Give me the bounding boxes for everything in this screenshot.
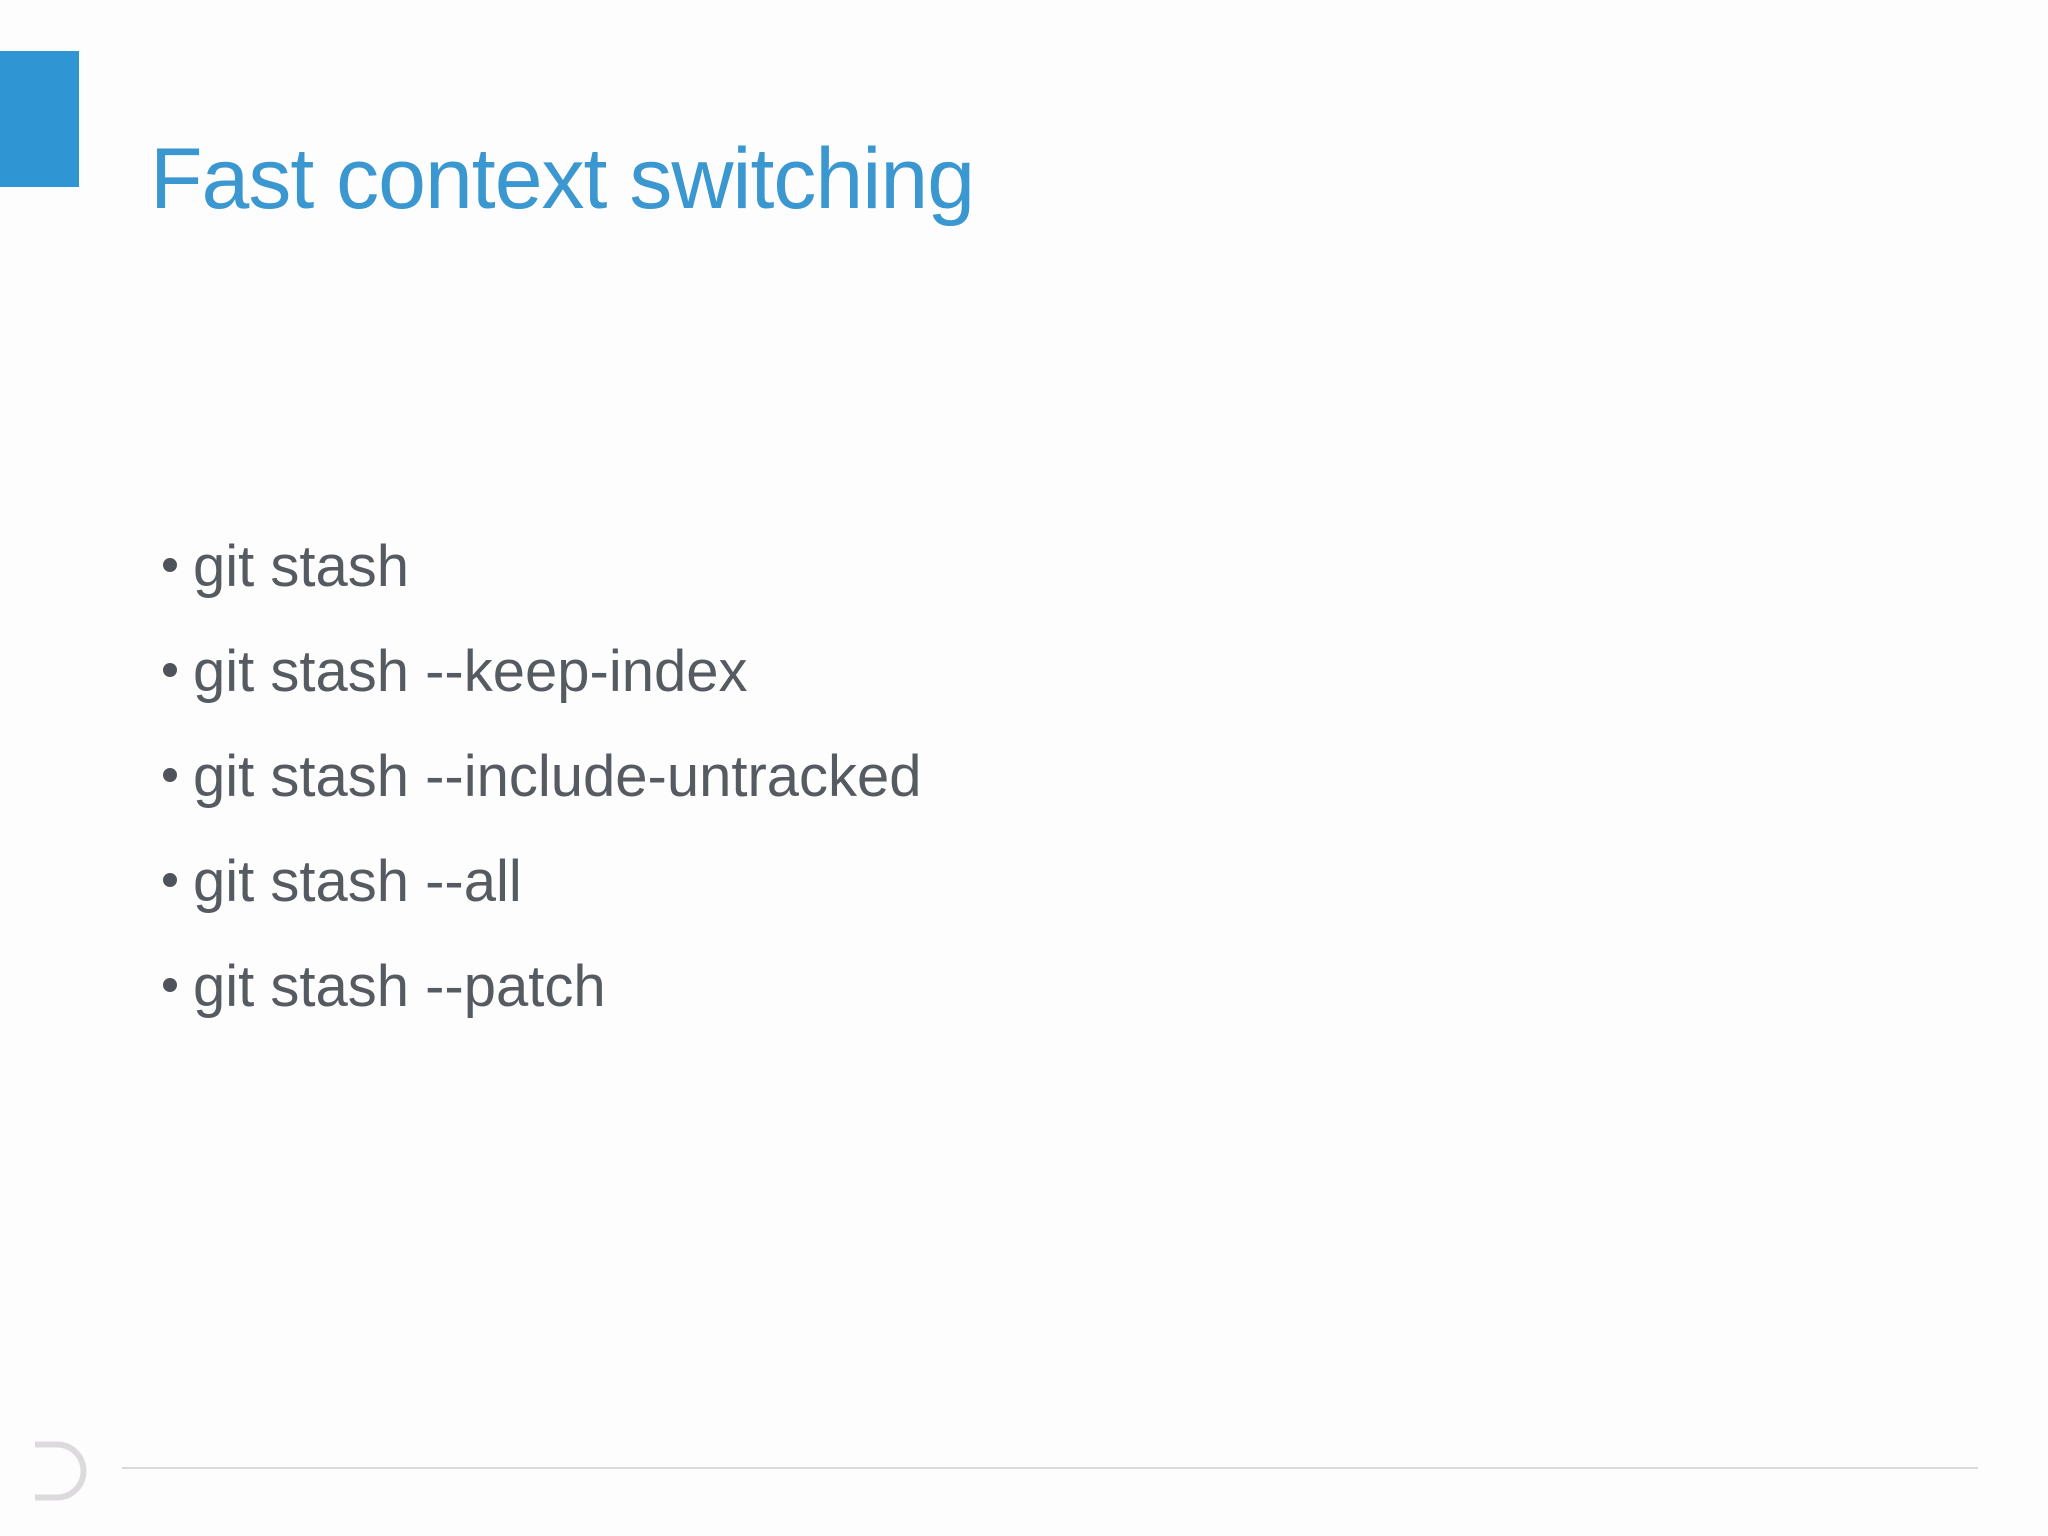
footer-divider [122,1467,1978,1469]
d-arc-logo-icon [35,1441,87,1501]
list-item-text: git stash --include-untracked [193,744,922,809]
list-item-text: git stash [193,534,409,599]
dot-icon [163,662,177,677]
dot-icon [163,977,177,992]
list-item: git stash [163,514,922,619]
dot-icon [163,767,177,782]
accent-bar [0,51,79,187]
list-item: git stash --all [163,829,922,934]
stash-commands-list: git stash git stash --keep-index git sta… [163,514,922,1039]
list-item: git stash --include-untracked [163,724,922,829]
list-item-text: git stash --keep-index [193,639,748,704]
list-item-text: git stash --patch [193,954,606,1019]
list-item: git stash --patch [163,934,922,1039]
dot-icon [163,557,177,572]
list-item-text: git stash --all [193,849,522,914]
page-title: Fast context switching [150,130,975,227]
dot-icon [163,872,177,887]
list-item: git stash --keep-index [163,619,922,724]
